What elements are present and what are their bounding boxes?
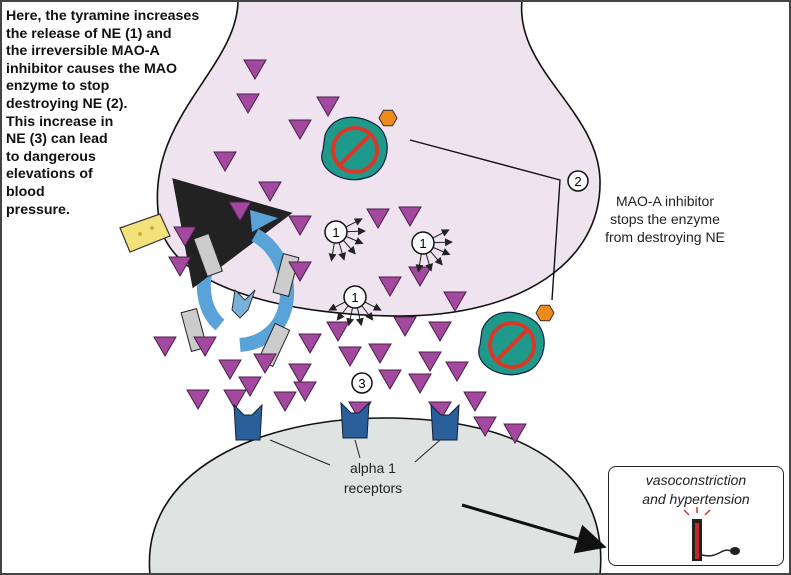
norepinephrine-molecule bbox=[153, 336, 177, 357]
norepinephrine-molecule bbox=[398, 206, 422, 227]
norepinephrine-molecule bbox=[408, 373, 432, 394]
receptor-pointer bbox=[414, 439, 441, 463]
caption-line: This increase in bbox=[6, 113, 114, 130]
note-line: from destroying NE bbox=[605, 229, 725, 245]
cheese-icon bbox=[119, 213, 171, 253]
receptor-label-line: alpha 1 bbox=[350, 460, 396, 476]
step-3-marker: 3 bbox=[351, 372, 373, 394]
norepinephrine-molecule bbox=[273, 391, 297, 412]
norepinephrine-molecule bbox=[298, 333, 322, 354]
norepinephrine-molecule bbox=[368, 343, 392, 364]
step-1-release-site: 1 bbox=[411, 229, 453, 273]
blood-pressure-gauge-icon bbox=[683, 507, 740, 561]
step-2-marker: 2 bbox=[567, 170, 589, 192]
norepinephrine-molecule bbox=[378, 276, 402, 297]
alpha1-receptor bbox=[340, 401, 370, 439]
norepinephrine-molecule bbox=[173, 226, 197, 247]
svg-text:2: 2 bbox=[574, 174, 581, 189]
mao-enzyme-inhibited-icon bbox=[478, 304, 555, 376]
receptor-label-line: receptors bbox=[343, 480, 403, 496]
norepinephrine-molecule bbox=[443, 291, 467, 312]
postsynaptic-cell bbox=[148, 417, 602, 575]
caption-line: Here, the tyramine increases bbox=[6, 8, 200, 24]
svg-text:1: 1 bbox=[351, 290, 358, 305]
norepinephrine-molecule bbox=[293, 381, 317, 402]
alpha1-receptor bbox=[233, 403, 263, 441]
svg-text:1: 1 bbox=[419, 236, 426, 251]
step-1-release-site: 1 bbox=[324, 218, 366, 262]
outcome-box: vasoconstriction and hypertension bbox=[608, 466, 784, 566]
outcome-line: and hypertension bbox=[642, 491, 750, 507]
explanation-caption: Here, the tyramine increases the release… bbox=[6, 8, 199, 219]
norepinephrine-molecule bbox=[393, 316, 417, 337]
caption-line: the irreversible MAO-A bbox=[6, 43, 160, 60]
norepinephrine-molecule bbox=[238, 376, 262, 397]
svg-text:3: 3 bbox=[358, 376, 365, 391]
norepinephrine-molecule bbox=[326, 321, 350, 342]
caption-line: elevations of bbox=[6, 166, 93, 183]
norepinephrine-molecule bbox=[288, 363, 312, 384]
mao-enzyme-inhibited-icon bbox=[321, 109, 398, 181]
note-line: MAO-A inhibitor bbox=[615, 193, 715, 209]
receptor-pointer bbox=[354, 439, 361, 459]
note-line: stops the enzyme bbox=[610, 211, 720, 227]
norepinephrine-molecule bbox=[168, 256, 192, 277]
norepinephrine-molecule bbox=[366, 208, 390, 229]
caption-line: pressure. bbox=[6, 201, 70, 218]
caption-line: to dangerous bbox=[6, 148, 96, 165]
norepinephrine-molecule bbox=[418, 351, 442, 372]
norepinephrine-molecule bbox=[253, 353, 277, 374]
norepinephrine-molecule bbox=[288, 119, 312, 140]
pointer-line bbox=[409, 139, 561, 301]
reuptake-transporter bbox=[172, 178, 300, 368]
outcome-arrow bbox=[461, 503, 607, 554]
step-1-release-site: 1 bbox=[328, 285, 382, 327]
norepinephrine-molecule bbox=[186, 389, 210, 410]
receptor-pointer bbox=[269, 439, 331, 466]
norepinephrine-molecule bbox=[288, 215, 312, 236]
caption-line: blood bbox=[6, 183, 45, 200]
norepinephrine-molecule bbox=[473, 416, 497, 437]
outcome-line: vasoconstriction bbox=[645, 472, 747, 488]
alpha1-receptor bbox=[430, 403, 460, 441]
norepinephrine-molecule bbox=[243, 59, 267, 80]
caption-line: enzyme to stop bbox=[6, 78, 110, 95]
norepinephrine-molecule bbox=[213, 151, 237, 172]
norepinephrine-molecule bbox=[236, 93, 260, 114]
caption-line: NE (3) can lead bbox=[6, 131, 108, 148]
caption-line: the release of NE (1) and bbox=[6, 25, 172, 42]
caption-line: destroying NE (2). bbox=[6, 95, 128, 112]
norepinephrine-molecule bbox=[338, 346, 362, 367]
norepinephrine-molecule bbox=[463, 391, 487, 412]
svg-text:1: 1 bbox=[332, 225, 339, 240]
norepinephrine-molecule bbox=[223, 389, 247, 410]
norepinephrine-molecule bbox=[503, 423, 527, 444]
norepinephrine-molecule bbox=[258, 181, 282, 202]
norepinephrine-molecule bbox=[288, 261, 312, 282]
caption-line: inhibitor causes the MAO bbox=[6, 60, 178, 77]
norepinephrine-molecule bbox=[428, 321, 452, 342]
norepinephrine-molecule bbox=[218, 359, 242, 380]
mao-inhibitor-note: MAO-A inhibitor stops the enzyme from de… bbox=[580, 192, 750, 246]
norepinephrine-molecule bbox=[316, 96, 340, 117]
norepinephrine-molecule bbox=[193, 336, 217, 357]
norepinephrine-molecule bbox=[378, 369, 402, 390]
receptor-label: alpha 1 receptors bbox=[318, 458, 428, 498]
norepinephrine-molecule bbox=[228, 201, 252, 222]
norepinephrine-molecule bbox=[445, 361, 469, 382]
